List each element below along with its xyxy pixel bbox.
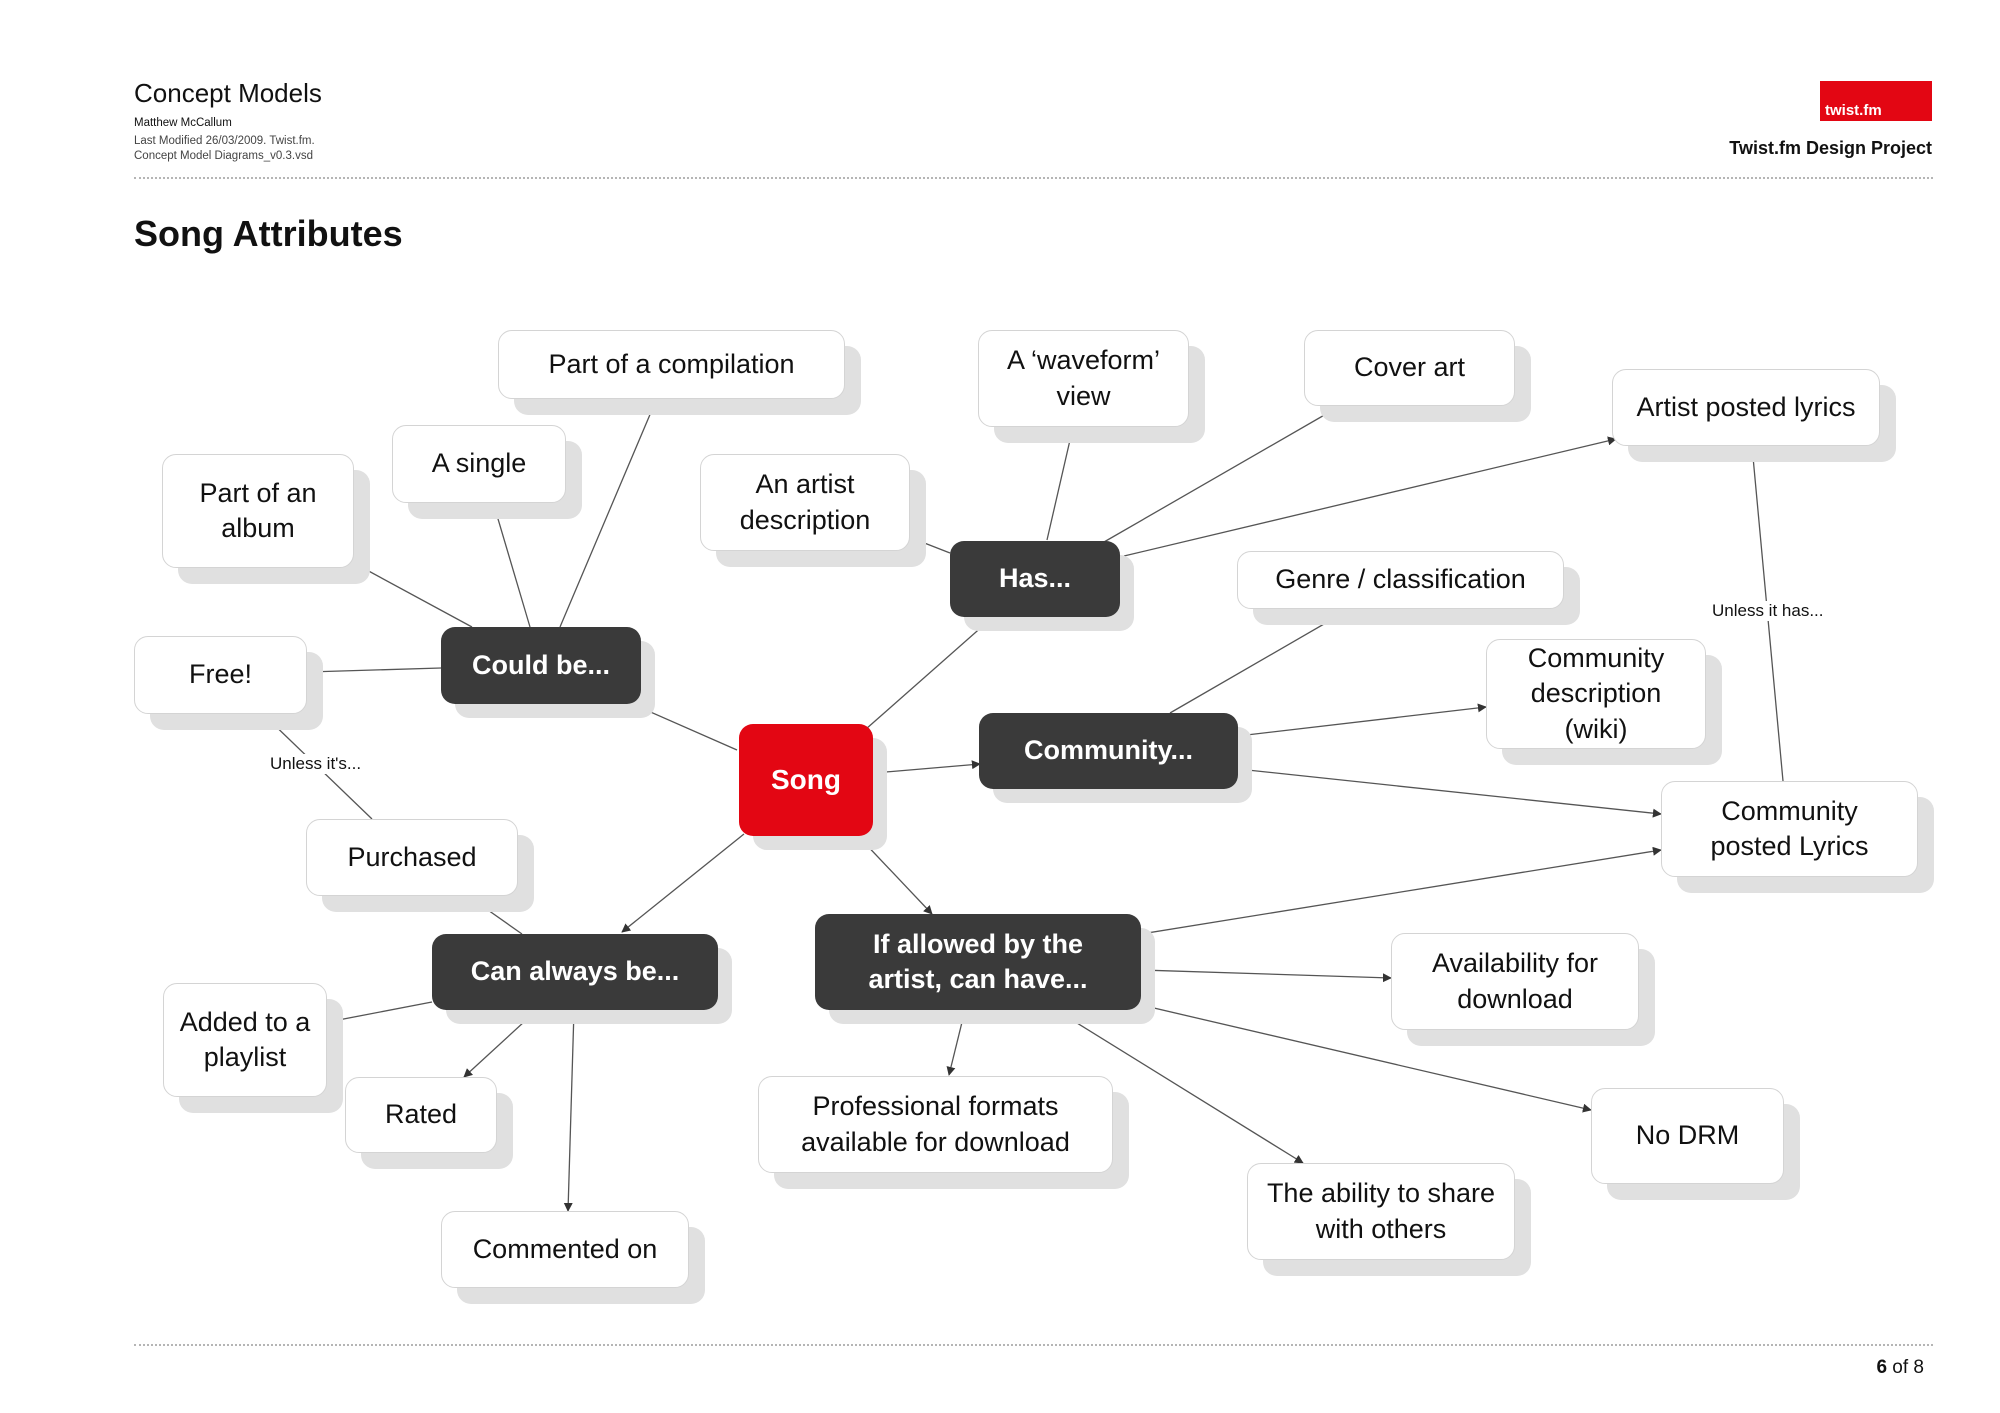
node-cover-art: Cover art xyxy=(1304,330,1515,406)
page-title: Song Attributes xyxy=(134,213,403,254)
node-part-of-compilation: Part of a compilation xyxy=(498,330,845,399)
page-number: 6 of 8 xyxy=(1876,1357,1924,1379)
node-professional-formats: Professional formats available for downl… xyxy=(758,1076,1113,1173)
edge-allowed-community-lyrics xyxy=(1140,846,1662,935)
node-community-posted-lyrics: Community posted Lyrics xyxy=(1661,781,1918,877)
edge-community-genre xyxy=(1169,608,1351,714)
current-page: 6 xyxy=(1876,1357,1888,1378)
node-availability-download: Availability for download xyxy=(1391,933,1639,1030)
node-share-with-others: The ability to share with others xyxy=(1247,1163,1515,1260)
edge-has-description xyxy=(908,535,951,554)
header-divider xyxy=(134,177,1933,179)
node-added-to-playlist: Added to a playlist xyxy=(163,983,327,1097)
edge-has-cover-art xyxy=(1103,405,1341,543)
edge-label-unless-it-has: Unless it has... xyxy=(1710,601,1826,621)
edge-song-can-always-be xyxy=(621,833,745,933)
node-a-single: A single xyxy=(392,425,566,503)
node-community: Community... xyxy=(979,713,1238,789)
footer-divider xyxy=(134,1344,1933,1346)
twistfm-logo: twist.fm xyxy=(1820,81,1932,121)
edge-allowed-availability xyxy=(1140,969,1392,983)
edge-allowed-no-drm xyxy=(1140,1004,1592,1113)
node-free: Free! xyxy=(134,636,307,714)
edge-has-lyrics xyxy=(1123,436,1617,557)
edge-has-waveform xyxy=(1046,426,1076,541)
node-could-be: Could be... xyxy=(441,627,641,704)
edge-can-always-rated xyxy=(463,1009,538,1078)
node-has: Has... xyxy=(950,541,1120,617)
edge-label-unless-its: Unless it's... xyxy=(268,754,364,774)
edge-could-be-compilation xyxy=(559,397,658,628)
node-part-of-album: Part of an album xyxy=(162,454,354,568)
project-name: Twist.fm Design Project xyxy=(1729,138,1932,158)
edge-song-if-allowed xyxy=(859,837,933,915)
edge-could-be-album xyxy=(351,561,473,628)
node-waveform-view: A ‘waveform’ view xyxy=(978,330,1189,427)
node-artist-posted-lyrics: Artist posted lyrics xyxy=(1612,369,1880,446)
node-community-description: Community description (wiki) xyxy=(1486,639,1706,749)
node-if-allowed: If allowed by the artist, can have... xyxy=(815,914,1141,1010)
node-can-always-be: Can always be... xyxy=(432,934,718,1010)
last-modified: Last Modified 26/03/2009. Twist.fm. xyxy=(134,135,315,147)
edge-song-community xyxy=(873,760,981,774)
node-no-drm: No DRM xyxy=(1591,1088,1784,1184)
node-song: Song xyxy=(739,724,873,836)
edge-song-has xyxy=(865,616,994,730)
node-rated: Rated xyxy=(345,1077,497,1153)
edge-community-lyrics xyxy=(1237,768,1662,818)
edge-can-always-purchased xyxy=(467,895,523,935)
edge-could-be-free xyxy=(307,667,442,677)
edge-can-always-playlist xyxy=(327,1001,433,1025)
document-meta: Last Modified 26/03/2009. Twist.fm. Conc… xyxy=(134,134,315,164)
total-pages: of 8 xyxy=(1892,1357,1924,1378)
edge-allowed-professional xyxy=(946,1009,966,1076)
node-genre: Genre / classification xyxy=(1237,551,1564,609)
file-name: Concept Model Diagrams_v0.3.vsd xyxy=(134,150,313,162)
edge-song-could-be xyxy=(629,702,738,751)
node-purchased: Purchased xyxy=(306,819,518,896)
node-commented-on: Commented on xyxy=(441,1211,689,1288)
edge-community-wiki xyxy=(1237,703,1487,737)
logo-text: twist.fm xyxy=(1825,102,1882,119)
edge-allowed-share xyxy=(1055,1009,1304,1164)
document-author: Matthew McCallum xyxy=(134,117,232,129)
edge-can-always-commented xyxy=(563,1009,575,1212)
document-title: Concept Models xyxy=(134,78,322,108)
node-artist-description: An artist description xyxy=(700,454,910,551)
edge-could-be-single xyxy=(490,501,531,628)
